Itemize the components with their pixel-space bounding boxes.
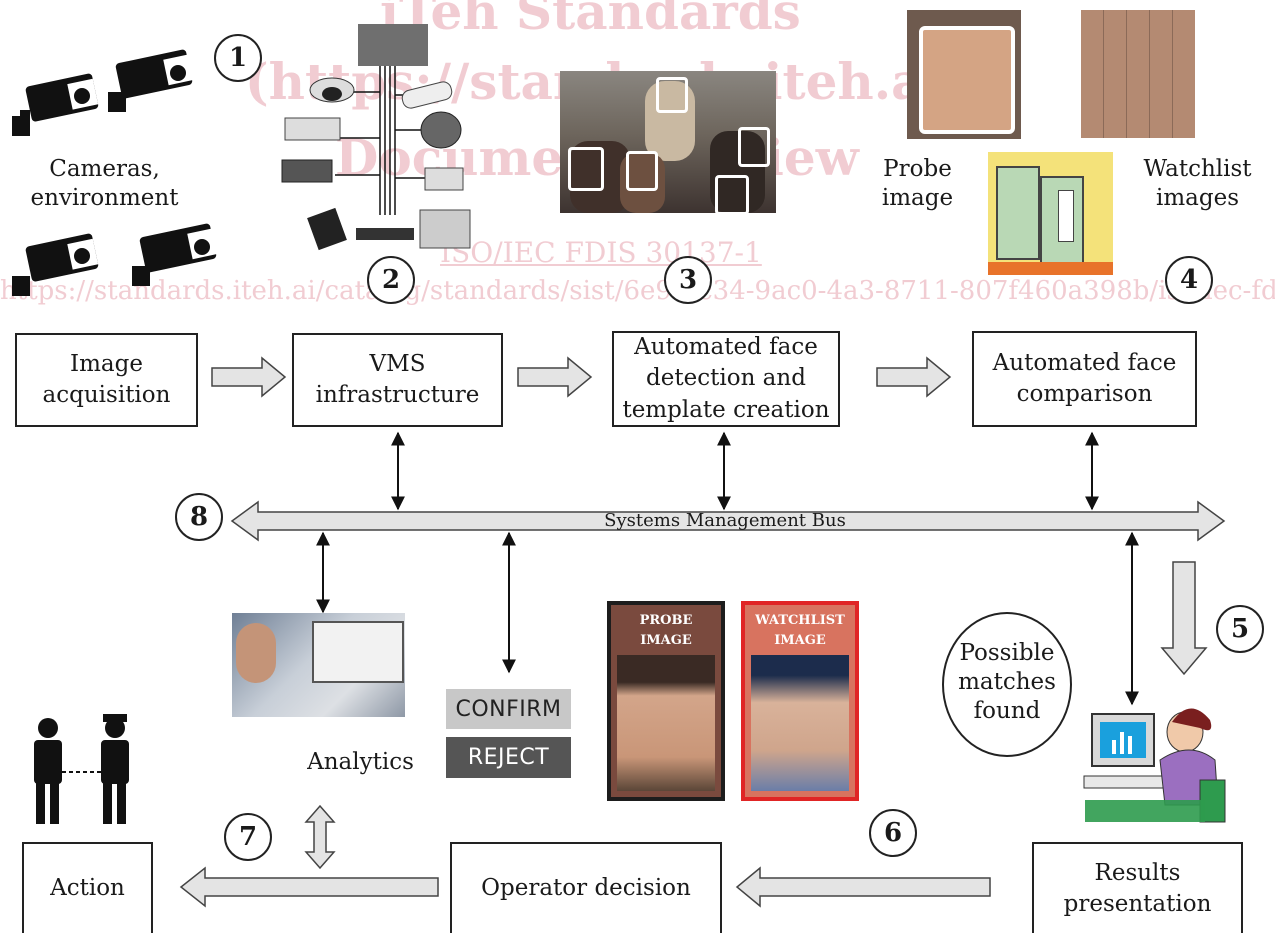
watchlist-card-title: WATCHLIST IMAGE — [755, 613, 845, 648]
reject-button[interactable]: REJECT — [446, 737, 571, 778]
step-2-badge: 2 — [367, 256, 415, 304]
probe-card-face — [617, 655, 715, 791]
watermark-title: iTeh Standards — [380, 0, 801, 41]
flow-arrow-1 — [211, 356, 287, 398]
action-box: Action — [22, 842, 153, 933]
results-presentation-box: Results presentation — [1032, 842, 1243, 933]
vms-infrastructure-box: VMS infrastructure — [292, 333, 503, 427]
watchlist-image-card: WATCHLIST IMAGE — [741, 601, 859, 801]
action-figures-icon — [34, 714, 129, 824]
possible-matches-circle — [942, 612, 1072, 757]
step-3-badge: 3 — [664, 256, 712, 304]
step-6-badge: 6 — [869, 809, 917, 857]
face-comparison-box: Automated face comparison — [972, 331, 1197, 427]
systems-management-bus — [230, 500, 1226, 542]
probe-image-label: Probe image — [881, 156, 954, 211]
face-detection-box: Automated face detection and template cr… — [612, 331, 840, 427]
watermark-catalog-url[interactable]: https://standards.iteh.ai/catalog/standa… — [0, 276, 1275, 306]
analytics-label: Analytics — [307, 749, 414, 775]
matching-server-illustration — [988, 152, 1113, 275]
step-1-badge: 1 — [214, 34, 262, 82]
watchlist-images-label: Watchlist images — [1143, 156, 1252, 211]
operator-computer-icon — [1083, 708, 1226, 823]
watermark-standard-link[interactable]: ISO/IEC FDIS 30137-1 — [440, 236, 762, 269]
flow-arrow-2 — [517, 356, 593, 398]
flow-arrow-6 — [735, 866, 991, 908]
flow-arrow-7 — [179, 866, 439, 908]
probe-card-title: PROBE IMAGE — [639, 613, 693, 648]
step-7-badge: 7 — [224, 813, 272, 861]
step-8-badge: 8 — [175, 493, 223, 541]
watchlist-card-face — [751, 655, 849, 791]
watchlist-grid-photo — [1081, 10, 1195, 138]
bus-label: Systems Management Bus — [604, 510, 846, 531]
analytics-photo — [232, 613, 405, 717]
probe-image-card: PROBE IMAGE — [607, 601, 725, 801]
step-5-badge: 5 — [1216, 605, 1264, 653]
step-4-badge: 4 — [1165, 256, 1213, 304]
probe-face-photo — [907, 10, 1021, 139]
image-acquisition-box: Image acquisition — [15, 333, 198, 427]
confirm-button[interactable]: CONFIRM — [446, 689, 571, 729]
flow-arrow-3 — [876, 356, 952, 398]
cameras-label: Cameras, environment — [30, 156, 179, 211]
analytics-double-arrow — [304, 804, 336, 870]
camera-icon — [12, 49, 219, 296]
flow-arrow-5 — [1160, 561, 1208, 676]
crowd-detection-photo — [560, 71, 776, 213]
vms-hardware-icon — [281, 24, 471, 251]
operator-decision-box: Operator decision — [450, 842, 722, 933]
possible-matches-label: Possible matches found — [958, 640, 1056, 724]
